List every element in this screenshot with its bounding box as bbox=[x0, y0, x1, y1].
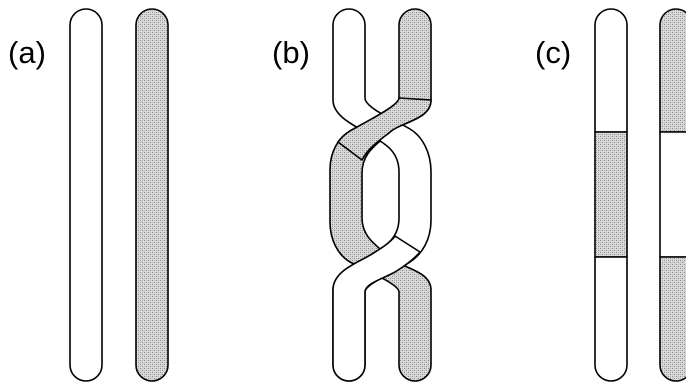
panel-a: (a) bbox=[8, 8, 169, 382]
panel-a-label: (a) bbox=[8, 35, 46, 70]
panel-c-left-chromatid-middle bbox=[594, 131, 628, 258]
panel-a-white-chromatid bbox=[69, 8, 103, 382]
panel-b: (b) bbox=[272, 8, 432, 382]
panel-c-right-chromatid-top bbox=[659, 8, 686, 133]
panel-b-upper-crossing bbox=[337, 97, 432, 161]
panel-c-left-chromatid-top bbox=[594, 8, 628, 133]
panel-c-right-chromatid-middle bbox=[659, 131, 686, 258]
panel-a-shaded-chromatid bbox=[135, 8, 169, 382]
panel-c-left-chromatid-bottom bbox=[594, 256, 628, 382]
panel-c-label: (c) bbox=[535, 35, 571, 70]
panel-c-right-chromatid-bottom bbox=[659, 256, 686, 382]
panel-b-label: (b) bbox=[272, 35, 310, 70]
panel-c: (c) bbox=[535, 8, 686, 382]
panel-b-lower-crossing bbox=[332, 235, 421, 382]
